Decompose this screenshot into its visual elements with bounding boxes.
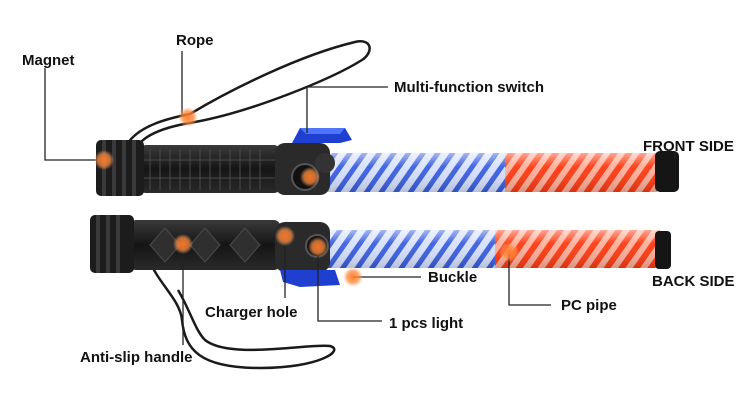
label-anti-slip-handle: Anti-slip handle xyxy=(80,349,193,366)
marker-charger-hole xyxy=(275,226,295,246)
front-grip-texture xyxy=(142,149,278,190)
label-magnet: Magnet xyxy=(22,52,75,69)
front-rope xyxy=(126,40,371,144)
marker-magnet xyxy=(94,150,114,170)
leader-light xyxy=(317,247,382,322)
back-rope xyxy=(148,261,336,370)
marker-rope xyxy=(178,107,198,127)
marker-switch xyxy=(300,167,320,187)
leader-magnet xyxy=(44,68,104,161)
label-pc-pipe: PC pipe xyxy=(561,297,617,314)
marker-light xyxy=(308,237,328,257)
label-front-side: FRONT SIDE xyxy=(643,138,734,155)
marker-pc-pipe xyxy=(499,242,519,262)
label-charger-hole: Charger hole xyxy=(205,304,298,321)
label-back-side: BACK SIDE xyxy=(652,273,735,290)
front-tube-end-cap xyxy=(655,151,679,192)
label-buckle: Buckle xyxy=(428,269,478,286)
label-1-pcs-light: 1 pcs light xyxy=(389,315,464,332)
leader-switch xyxy=(306,86,388,133)
back-magnet-cap xyxy=(90,215,134,273)
marker-anti-slip xyxy=(173,234,193,254)
marker-dots xyxy=(94,107,519,287)
back-baton xyxy=(90,215,671,370)
back-tube-end-cap xyxy=(655,231,671,269)
label-multi-function-switch: Multi-function switch xyxy=(394,79,544,96)
front-baton xyxy=(96,40,679,196)
marker-buckle xyxy=(343,267,363,287)
leader-pc-pipe xyxy=(508,254,551,306)
back-blue-buckle xyxy=(280,270,340,287)
back-grip-diamonds xyxy=(149,227,261,263)
label-rope: Rope xyxy=(176,32,214,49)
leader-lines xyxy=(44,51,676,345)
